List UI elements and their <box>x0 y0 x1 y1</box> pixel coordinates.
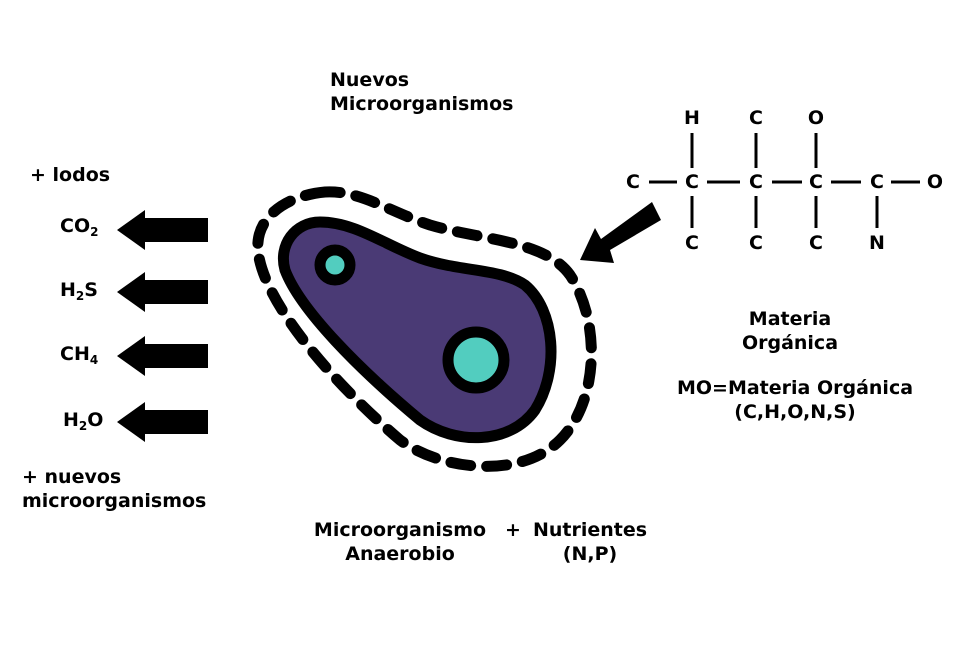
organic-matter-definition-line1: MO=Materia Orgánica <box>676 377 914 399</box>
gas-base: CH <box>60 343 90 365</box>
gas-base: CO <box>60 215 91 237</box>
new-microorganisms-note-line2: microorganismos <box>22 490 207 512</box>
new-microorganisms-line1: Nuevos <box>330 69 410 91</box>
atom-bottom: C <box>749 232 763 254</box>
atom-chain: C <box>626 171 640 193</box>
new-microorganisms-line2: Microorganismos <box>330 93 514 115</box>
organic-matter-title: Materia Orgánica <box>740 307 840 355</box>
nutrients-label: Nutrientes (N,P) <box>525 518 655 566</box>
new-microorganisms-note: + nuevos microorganismos <box>22 465 206 513</box>
atom-top: C <box>749 107 763 129</box>
gas-co2: CO2 <box>60 214 98 244</box>
anaerobic-microorganism-label: Microorganismo Anaerobio <box>300 518 500 566</box>
organic-matter-title-line1: Materia <box>748 308 832 330</box>
atom-chain: C <box>685 171 699 193</box>
organism-line2: Anaerobio <box>345 543 455 565</box>
atom-top: H <box>684 107 700 129</box>
gas-subscript: 2 <box>75 289 85 303</box>
gas-h2s: H2S <box>60 278 98 308</box>
sludge-note: + lodos <box>30 164 111 186</box>
arrow-left-icon <box>117 272 208 312</box>
gas-after: S <box>84 279 98 301</box>
atom-chain: C <box>809 171 823 193</box>
atom-top: O <box>807 107 825 129</box>
atom-chain: C <box>749 171 763 193</box>
gas-base: H <box>63 409 79 431</box>
atom-bottom: C <box>685 232 699 254</box>
nutrients-line1: Nutrientes <box>532 519 648 541</box>
arrow-down-left-icon <box>580 202 661 263</box>
organic-matter-definition-line2: (C,H,O,N,S) <box>734 401 856 423</box>
output-arrows <box>117 210 208 442</box>
organic-matter-title-line2: Orgánica <box>741 332 839 354</box>
gas-base: H <box>60 279 76 301</box>
atom-bottom: C <box>809 232 823 254</box>
atom-chain: C <box>870 171 884 193</box>
nutrients-line2: (N,P) <box>562 543 618 565</box>
gas-after: O <box>87 409 104 431</box>
gas-subscript: 2 <box>78 419 88 433</box>
gas-subscript: 4 <box>89 353 99 367</box>
new-microorganisms-note-line1: + nuevos <box>22 466 122 488</box>
arrow-left-icon <box>117 402 208 442</box>
organism-line1: Microorganismo <box>313 519 487 541</box>
large-nucleus <box>442 326 510 394</box>
gas-ch4: CH4 <box>60 342 98 372</box>
cell-membrane-dashed <box>252 186 597 472</box>
organic-matter-definition: MO=Materia Orgánica (C,H,O,N,S) <box>655 376 935 424</box>
gas-subscript: 2 <box>90 225 99 239</box>
plus-sign: + <box>505 519 521 541</box>
atom-chain: O <box>926 171 944 193</box>
gas-h2o: H2O <box>63 408 103 438</box>
arrow-left-icon <box>117 336 208 376</box>
arrow-left-icon <box>117 210 208 250</box>
new-microorganisms-label: Nuevos Microorganismos <box>330 68 513 116</box>
small-nucleus <box>314 244 356 286</box>
atom-bottom: N <box>869 232 885 254</box>
molecule-bonds <box>649 133 920 228</box>
